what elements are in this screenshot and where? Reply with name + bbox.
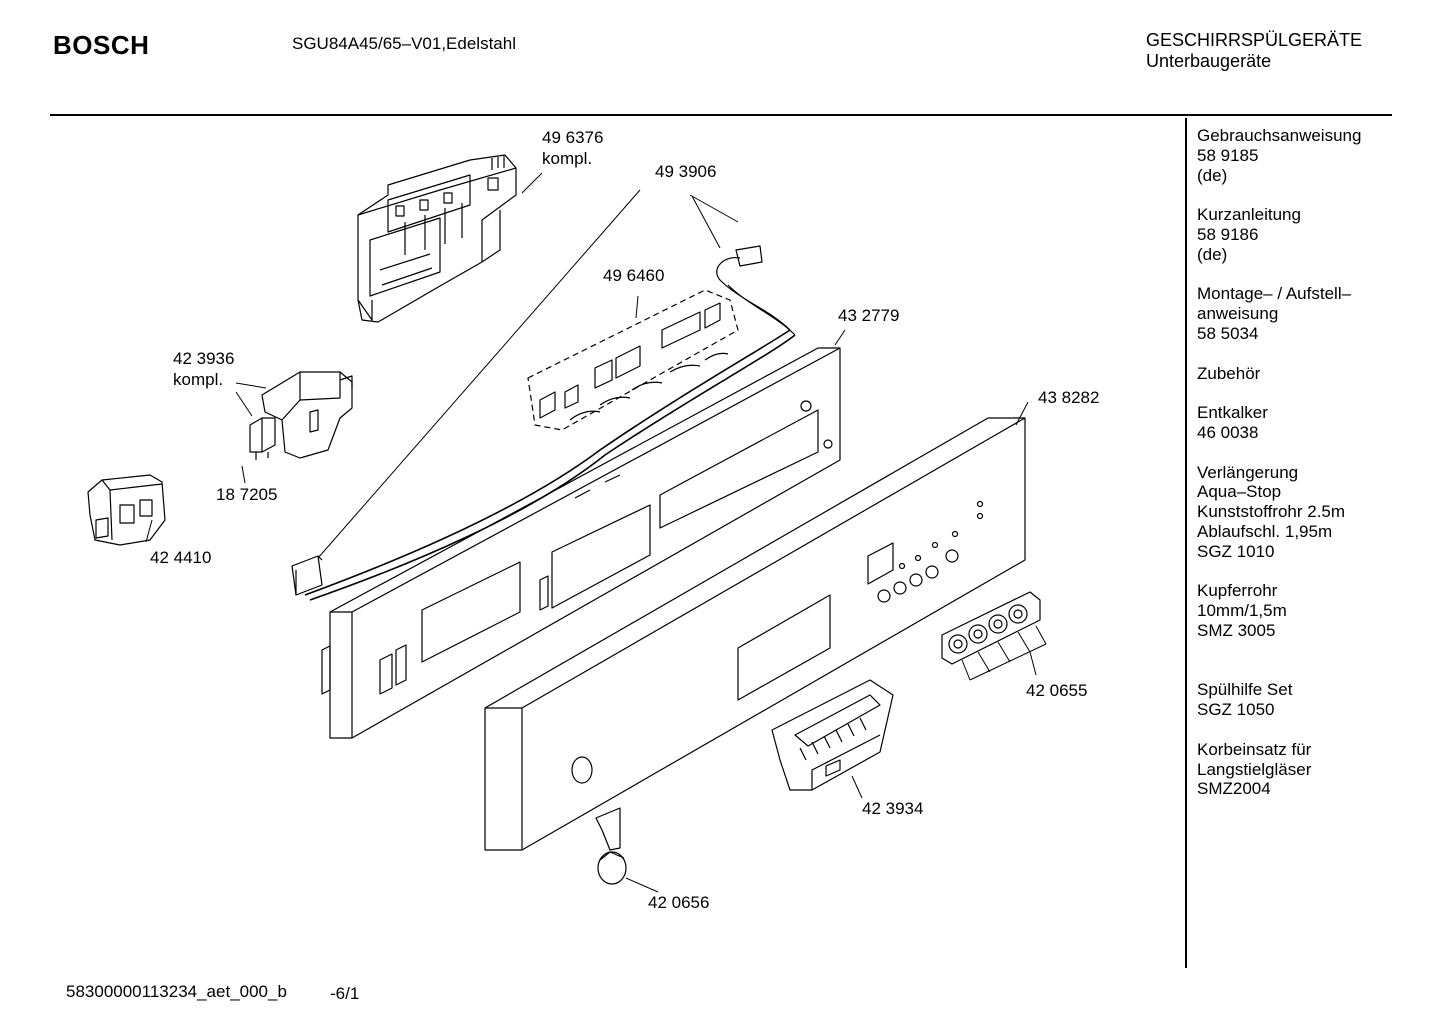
subcategory-title: Unterbaugeräte: [1146, 51, 1272, 71]
sidebar-item-extension: Verlängerung Aqua–Stop Kunststoffrohr 2.…: [1197, 462, 1346, 561]
label-432779: 43 2779: [838, 306, 899, 325]
label-kompl-2: kompl.: [173, 370, 223, 389]
knob-drawing: [595, 807, 627, 885]
front-panel-drawing: [484, 417, 1026, 851]
capacitor-drawing: [249, 417, 276, 460]
label-423936: 42 3936: [173, 349, 234, 368]
document-id: 58300000113234_aet_000_b: [66, 982, 287, 1001]
label-423934: 42 3934: [862, 799, 923, 818]
panel-frame-drawing: [321, 347, 841, 739]
page-number: -6/1: [330, 984, 360, 1003]
sidebar-item-accessories: Zubehör: [1197, 363, 1261, 383]
label-496376: 49 6376: [542, 128, 603, 147]
wire-harness-drawing: [291, 245, 796, 601]
connector-set-drawing: [527, 289, 739, 431]
switch-assembly-drawing: [261, 371, 353, 459]
sidebar-item-glass-insert: Korbeinsatz für Langstielgläser SMZ2004: [1197, 739, 1312, 799]
label-438282: 43 8282: [1038, 388, 1099, 407]
relay-drawing: [87, 474, 166, 546]
label-496460: 49 6460: [603, 266, 664, 285]
label-424410: 42 4410: [150, 548, 211, 567]
control-module-drawing: [357, 154, 517, 323]
sidebar-divider: [1185, 118, 1187, 968]
label-493906: 49 3906: [655, 162, 716, 181]
part-labels: 49 6376 kompl. 49 3906 49 6460 43 2779 4…: [150, 128, 1099, 912]
label-187205: 18 7205: [216, 485, 277, 504]
brand-logo: BOSCH: [53, 30, 150, 60]
label-420655: 42 0655: [1026, 681, 1087, 700]
header-divider: [50, 114, 1392, 116]
label-kompl-1: kompl.: [542, 149, 592, 168]
leader-lines: [145, 172, 1047, 893]
label-420656: 42 0656: [648, 893, 709, 912]
accessories-sidebar: Gebrauchsanweisung 58 9185 (de) Kurzanle…: [1197, 126, 1437, 819]
sidebar-item-copper-pipe: Kupferrohr 10mm/1,5m SMZ 3005: [1197, 581, 1287, 640]
handle-drawing: [771, 679, 894, 791]
category-title: GESCHIRRSPÜLGERÄTE: [1146, 30, 1363, 50]
sidebar-item-descaler: Entkalker 46 0038: [1197, 403, 1268, 442]
sidebar-item-manual: Gebrauchsanweisung 58 9185 (de): [1197, 126, 1362, 185]
sidebar-item-installation: Montage– / Aufstell– anweisung 58 5034: [1197, 284, 1352, 343]
model-number: SGU84A45/65–V01,Edelstahl: [292, 34, 516, 53]
button-set-drawing: [941, 591, 1041, 665]
sidebar-item-quick-guide: Kurzanleitung 58 9186 (de): [1197, 205, 1301, 264]
sidebar-item-rinse-aid-set: Spülhilfe Set SGZ 1050: [1197, 680, 1293, 720]
